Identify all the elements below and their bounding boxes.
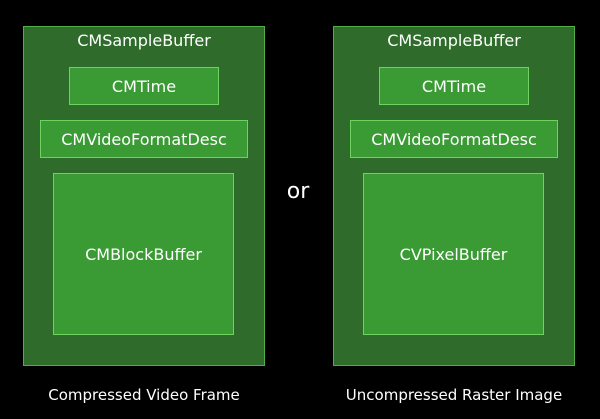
left-cmsamplebuffer-label: CMSampleBuffer <box>77 31 211 50</box>
right-caption: Uncompressed Raster Image <box>345 386 563 404</box>
right-cmtime-box: CMTime <box>379 67 529 105</box>
left-video-format-desc-box: CMVideoFormatDesc <box>40 120 248 158</box>
left-block-buffer-box: CMBlockBuffer <box>53 173 234 335</box>
left-cmtime-box: CMTime <box>69 67 219 105</box>
right-cmsamplebuffer-label: CMSampleBuffer <box>387 31 521 50</box>
right-cmsamplebuffer-container: CMSampleBuffer CMTime CMVideoFormatDesc … <box>333 26 575 366</box>
or-separator: or <box>286 179 310 204</box>
right-video-format-desc-box: CMVideoFormatDesc <box>350 120 558 158</box>
left-caption: Compressed Video Frame <box>48 386 240 404</box>
left-cmsamplebuffer-container: CMSampleBuffer CMTime CMVideoFormatDesc … <box>23 26 265 366</box>
right-pixel-buffer-box: CVPixelBuffer <box>363 173 544 335</box>
